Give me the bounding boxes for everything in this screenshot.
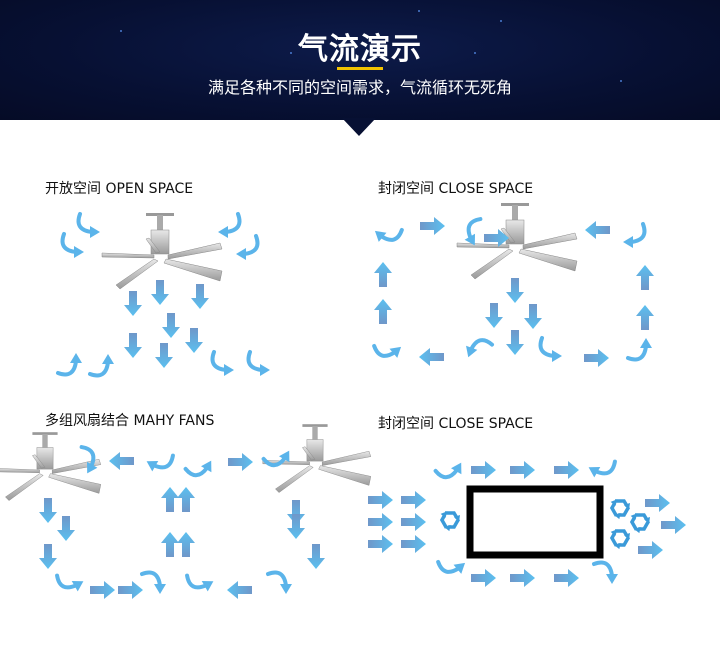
airflow-arrow-icon bbox=[506, 330, 524, 355]
airflow-arrow-icon bbox=[638, 541, 663, 559]
page-subtitle: 满足各种不同的空间需求，气流循环无死角 bbox=[207, 78, 512, 97]
curved-airflow-arrow-icon bbox=[266, 570, 292, 594]
airflow-arrow-icon bbox=[471, 461, 496, 479]
airflow-arrow-icon bbox=[584, 349, 609, 367]
panel-label-many-fans: 多组风扇结合 MAHY FANS bbox=[45, 413, 215, 429]
panel-label-close-space-2: 封闭空间 CLOSE SPACE bbox=[378, 416, 534, 432]
airflow-arrow-icon bbox=[368, 491, 393, 509]
recycle-icon bbox=[629, 513, 651, 534]
curved-airflow-arrow-icon bbox=[140, 570, 166, 594]
airflow-arrow-icon bbox=[109, 452, 134, 470]
airflow-arrow-icon bbox=[636, 265, 654, 290]
airflow-arrow-icon bbox=[554, 569, 579, 587]
airflow-arrow-icon bbox=[374, 262, 392, 287]
airflow-arrow-icon bbox=[374, 299, 392, 324]
panel-label-open-space: 开放空间 OPEN SPACE bbox=[45, 181, 194, 197]
airflow-arrow-icon bbox=[368, 535, 393, 553]
airflow-arrow-icon bbox=[485, 303, 503, 328]
curved-airflow-arrow-icon bbox=[626, 338, 652, 362]
airflow-arrow-icon bbox=[124, 333, 142, 358]
curved-airflow-arrow-icon bbox=[210, 350, 234, 376]
airflow-arrow-icon bbox=[228, 453, 253, 471]
airflow-arrow-icon bbox=[420, 217, 445, 235]
airflow-arrow-icon bbox=[177, 532, 195, 557]
curved-airflow-arrow-icon bbox=[466, 338, 495, 358]
curved-airflow-arrow-icon bbox=[464, 217, 483, 246]
closed-room-box bbox=[466, 485, 604, 559]
airflow-arrow-icon bbox=[661, 516, 686, 534]
airflow-arrow-icon bbox=[39, 544, 57, 569]
curved-airflow-arrow-icon bbox=[374, 227, 404, 242]
airflow-arrow-icon bbox=[307, 544, 325, 569]
page-title: 气流演示 bbox=[298, 32, 422, 67]
recycle-icon bbox=[609, 499, 631, 520]
airflow-arrow-icon bbox=[401, 535, 426, 553]
airflow-arrow-icon bbox=[287, 514, 305, 539]
airflow-arrow-icon bbox=[57, 516, 75, 541]
airflow-arrow-icon bbox=[419, 348, 444, 366]
airflow-arrow-icon bbox=[161, 532, 179, 557]
curved-airflow-arrow-icon bbox=[623, 222, 647, 248]
airflow-arrow-icon bbox=[401, 513, 426, 531]
airflow-arrow-icon bbox=[155, 343, 173, 368]
curved-airflow-arrow-icon bbox=[592, 560, 618, 584]
airflow-arrow-icon bbox=[161, 487, 179, 512]
curved-airflow-arrow-icon bbox=[60, 232, 84, 258]
airflow-arrow-icon bbox=[645, 494, 670, 512]
airflow-arrow-icon bbox=[118, 581, 143, 599]
ceiling-fan-icon bbox=[101, 213, 223, 290]
airflow-arrow-icon bbox=[524, 304, 542, 329]
curved-airflow-arrow-icon bbox=[246, 350, 270, 376]
curved-airflow-arrow-icon bbox=[236, 234, 260, 260]
airflow-arrow-icon bbox=[484, 229, 509, 247]
airflow-arrow-icon bbox=[585, 221, 610, 239]
curved-airflow-arrow-icon bbox=[146, 453, 175, 472]
airflow-arrow-icon bbox=[90, 581, 115, 599]
airflow-arrow-icon bbox=[636, 305, 654, 330]
airflow-arrow-icon bbox=[39, 498, 57, 523]
panel-label-close-space: 封闭空间 CLOSE SPACE bbox=[378, 181, 534, 197]
curved-airflow-arrow-icon bbox=[76, 212, 100, 238]
airflow-arrow-icon bbox=[151, 280, 169, 305]
airflow-arrow-icon bbox=[185, 328, 203, 353]
airflow-arrow-icon bbox=[510, 461, 535, 479]
curved-airflow-arrow-icon bbox=[55, 573, 84, 592]
header-banner bbox=[0, 0, 720, 120]
airflow-arrow-icon bbox=[177, 487, 195, 512]
airflow-arrow-icon bbox=[124, 291, 142, 316]
banner-pointer bbox=[342, 118, 376, 136]
curved-airflow-arrow-icon bbox=[185, 573, 214, 592]
curved-airflow-arrow-icon bbox=[261, 450, 290, 468]
airflow-arrow-icon bbox=[162, 313, 180, 338]
curved-airflow-arrow-icon bbox=[436, 559, 466, 574]
airflow-arrow-icon bbox=[554, 461, 579, 479]
curved-airflow-arrow-icon bbox=[372, 343, 402, 358]
recycle-icon bbox=[439, 511, 461, 532]
curved-airflow-arrow-icon bbox=[79, 445, 98, 474]
airflow-arrow-icon bbox=[191, 284, 209, 309]
curved-airflow-arrow-icon bbox=[588, 459, 617, 478]
title-underline bbox=[337, 67, 383, 70]
curved-airflow-arrow-icon bbox=[183, 460, 212, 478]
airflow-arrow-icon bbox=[506, 278, 524, 303]
airflow-arrow-icon bbox=[401, 491, 426, 509]
airflow-arrow-icon bbox=[368, 513, 393, 531]
ceiling-fan-icon bbox=[262, 424, 372, 493]
airflow-arrow-icon bbox=[287, 500, 305, 525]
airflow-arrow-icon bbox=[510, 569, 535, 587]
recycle-icon bbox=[609, 529, 631, 550]
curved-airflow-arrow-icon bbox=[218, 212, 242, 238]
curved-airflow-arrow-icon bbox=[88, 354, 114, 378]
airflow-arrow-icon bbox=[471, 569, 496, 587]
curved-airflow-arrow-icon bbox=[433, 462, 462, 480]
ceiling-fan-icon bbox=[0, 432, 102, 501]
curved-airflow-arrow-icon bbox=[538, 336, 562, 362]
curved-airflow-arrow-icon bbox=[56, 353, 82, 377]
airflow-arrow-icon bbox=[227, 581, 252, 599]
ceiling-fan-icon bbox=[456, 203, 578, 280]
